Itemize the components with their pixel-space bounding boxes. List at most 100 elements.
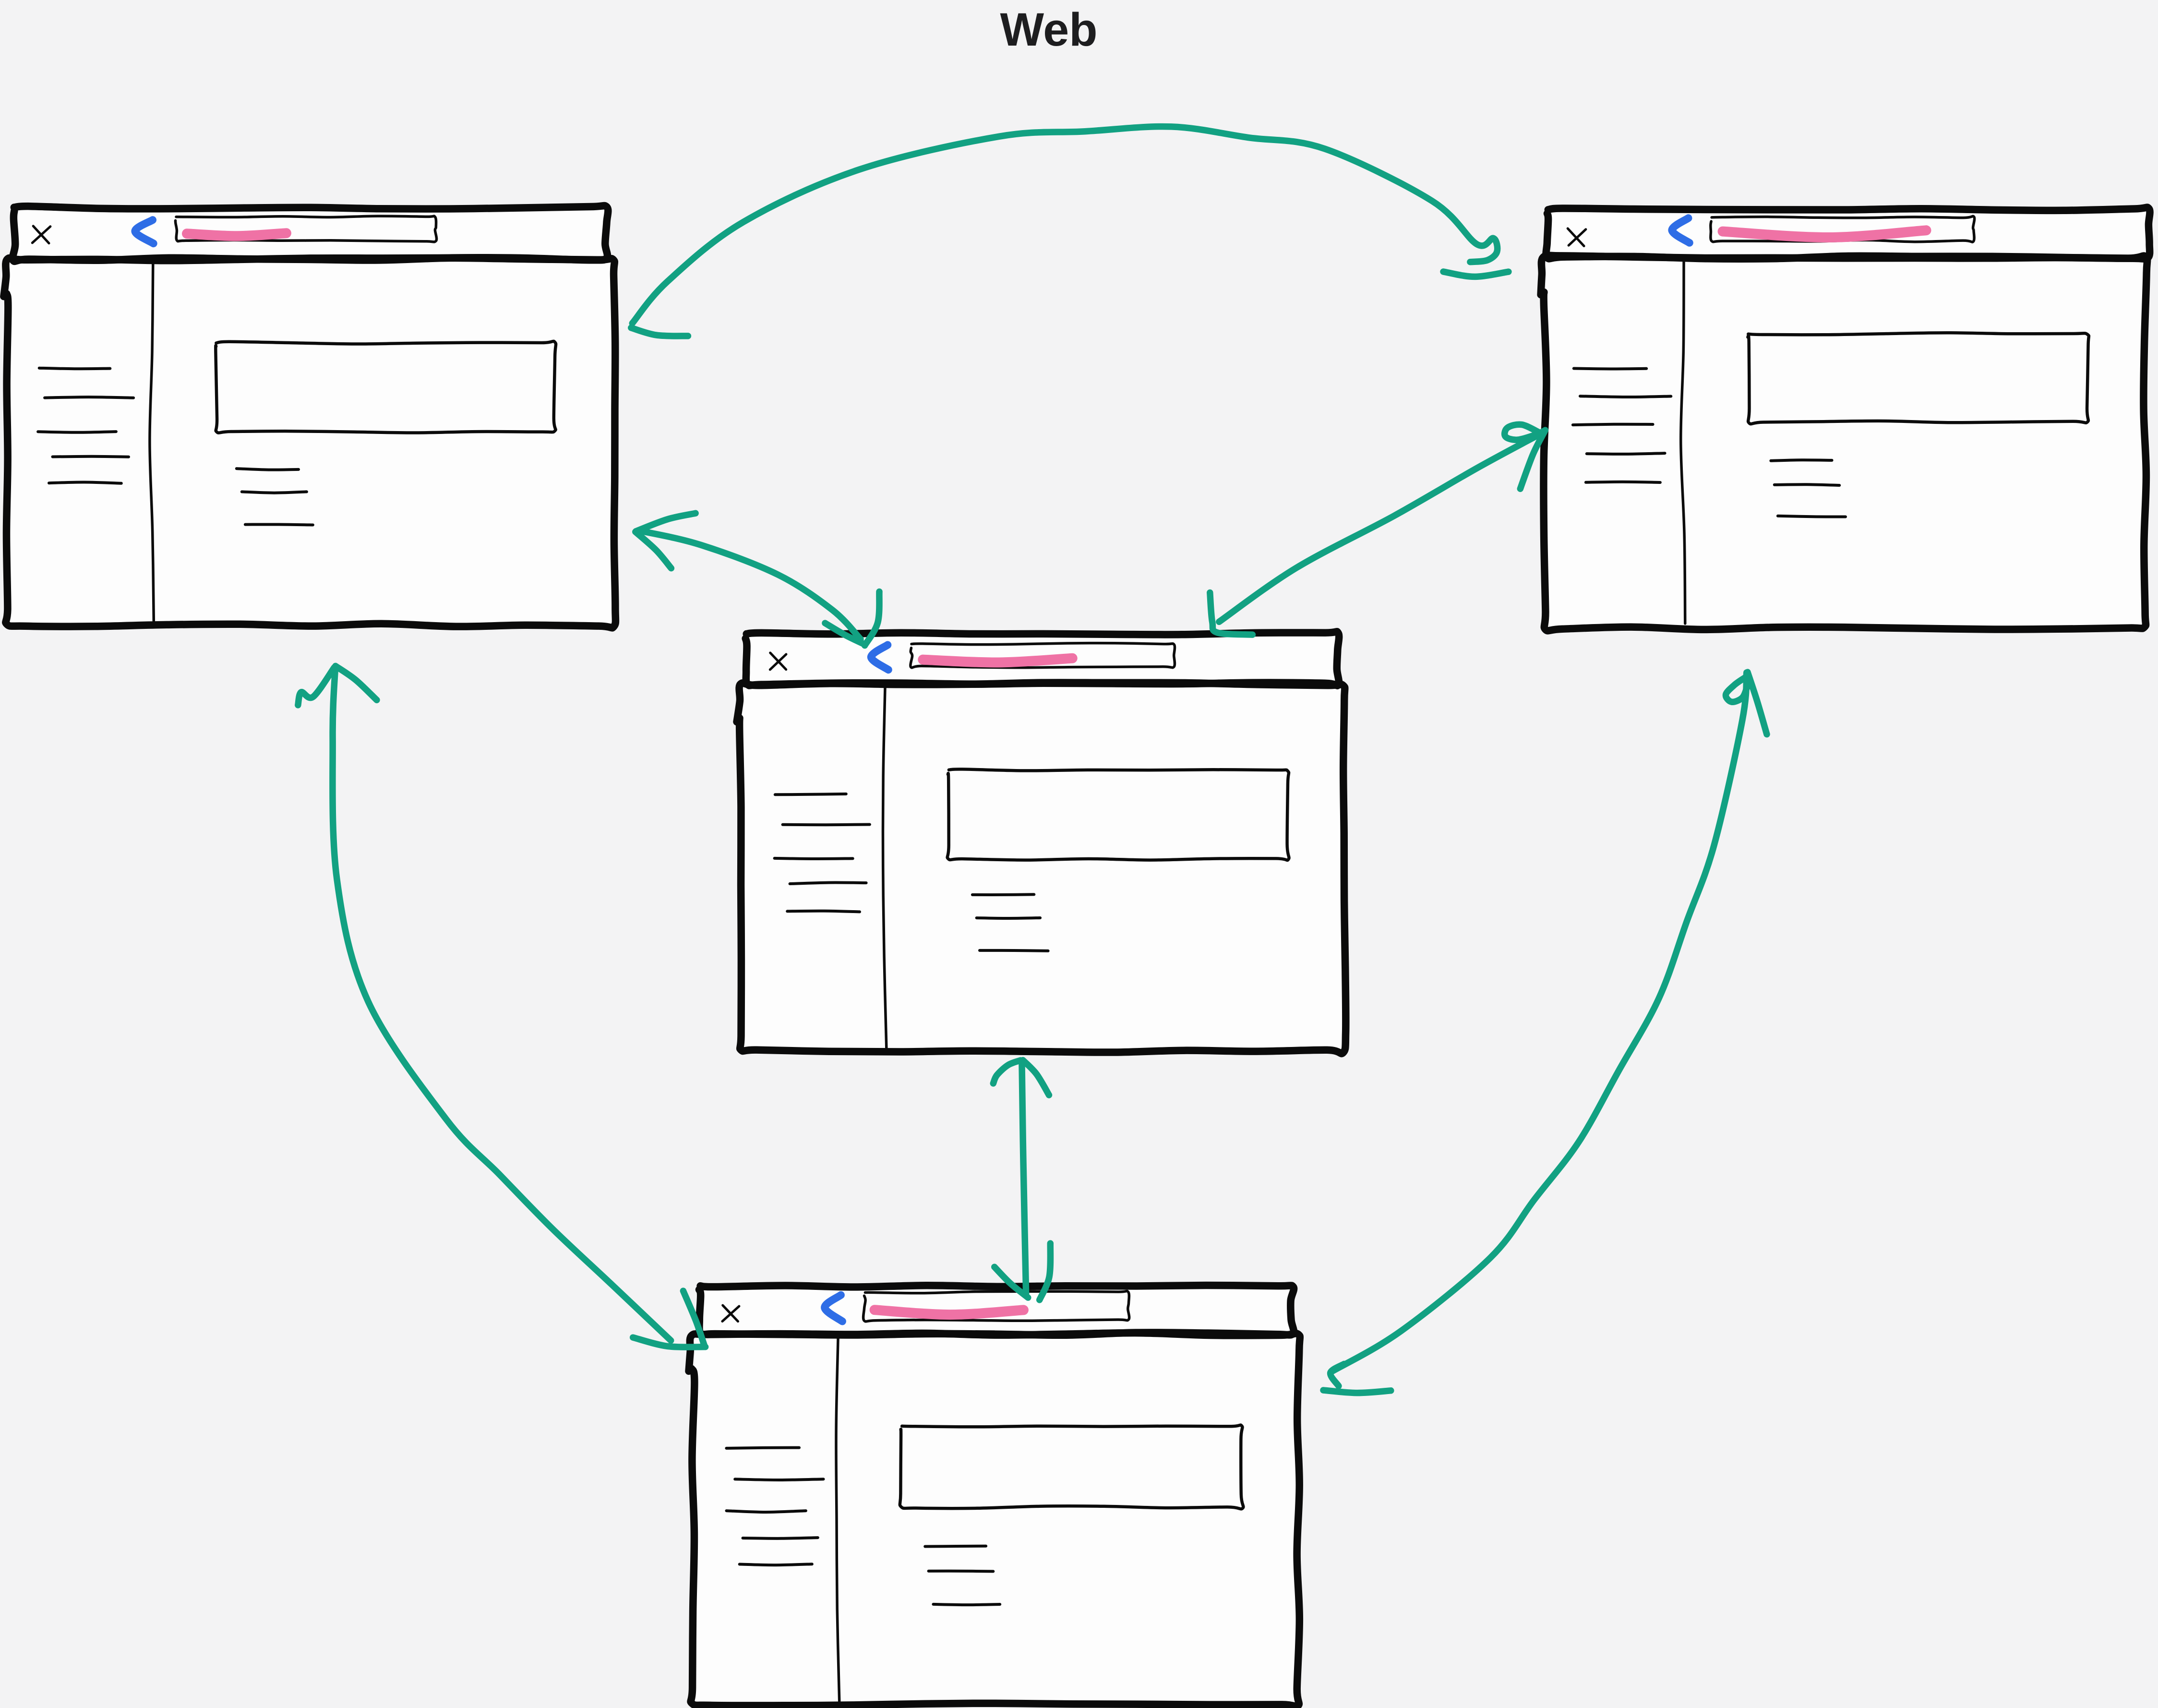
sidebar-line bbox=[733, 1478, 825, 1481]
content-line bbox=[1769, 458, 1834, 462]
browser-window-top-right bbox=[1537, 204, 2154, 635]
close-icon bbox=[768, 651, 788, 671]
window-titlebar bbox=[695, 1281, 1298, 1339]
content-lines bbox=[1769, 458, 1847, 518]
arrow-head-stroke bbox=[1327, 1360, 1347, 1389]
browser-window-top-left bbox=[0, 202, 620, 632]
arrow-head-stroke bbox=[861, 588, 883, 649]
content-lines bbox=[971, 893, 1050, 952]
window-body-fill bbox=[695, 1335, 1297, 1703]
hero-box bbox=[946, 768, 1291, 862]
arrow-head-stroke bbox=[633, 510, 699, 535]
url-highlight bbox=[918, 653, 1078, 668]
arrow-bottom-top-left bbox=[295, 662, 709, 1350]
close-stroke bbox=[1567, 228, 1587, 247]
sidebar-line bbox=[48, 481, 123, 485]
close-icon bbox=[721, 1304, 741, 1323]
sidebar-lines bbox=[1571, 367, 1673, 484]
arrow-shaft bbox=[1019, 1058, 1030, 1298]
content-line bbox=[932, 1602, 1002, 1607]
sidebar-divider bbox=[148, 260, 156, 623]
hero-box bbox=[214, 339, 558, 434]
url-bar bbox=[1709, 215, 1976, 243]
sidebar-line bbox=[786, 909, 861, 914]
arrow-head-stroke bbox=[680, 1287, 707, 1348]
arrow-head-stroke bbox=[991, 1263, 1031, 1301]
arrow-head-stroke bbox=[1517, 428, 1548, 492]
close-stroke bbox=[768, 653, 788, 671]
arrow-head-stroke bbox=[628, 325, 692, 339]
close-icon bbox=[31, 225, 52, 245]
content-line bbox=[927, 1569, 995, 1573]
window-body-fill bbox=[742, 686, 1343, 1050]
window-titlebar bbox=[742, 628, 1343, 690]
hero-box bbox=[898, 1423, 1245, 1511]
sidebar-divider bbox=[881, 686, 888, 1049]
arrow-head-stroke bbox=[295, 664, 338, 709]
arrow-top-left-center bbox=[632, 510, 883, 649]
url-bar bbox=[862, 1289, 1131, 1323]
content-line bbox=[243, 523, 314, 527]
content-line bbox=[1776, 514, 1847, 518]
sidebar-divider bbox=[1679, 258, 1687, 625]
window-titlebar bbox=[9, 202, 612, 265]
content-line bbox=[240, 490, 308, 494]
sidebar-line bbox=[1571, 422, 1654, 427]
arrow-head-stroke bbox=[1036, 1240, 1054, 1303]
content-line bbox=[1773, 483, 1841, 487]
arrow-center-bottom bbox=[990, 1057, 1054, 1303]
sidebar-line bbox=[788, 881, 868, 885]
arrow-head-stroke bbox=[629, 1334, 709, 1350]
arrow-shaft bbox=[329, 663, 674, 1344]
content-lines bbox=[235, 467, 314, 527]
close-stroke bbox=[721, 1305, 741, 1323]
arrow-head-stroke bbox=[332, 662, 380, 703]
sidebar-line bbox=[741, 1536, 819, 1540]
arrow-shaft bbox=[1329, 669, 1750, 1375]
arrow-head-stroke bbox=[632, 529, 675, 572]
arrow-head-stroke bbox=[1207, 589, 1256, 638]
sidebar-divider bbox=[835, 1335, 841, 1703]
arrow-shaft bbox=[635, 527, 864, 643]
arrow-head-stroke bbox=[990, 1057, 1024, 1087]
url-bar bbox=[909, 641, 1176, 669]
sidebar-line bbox=[738, 1563, 814, 1567]
window-body-fill bbox=[1546, 259, 2144, 627]
arrow-head-stroke bbox=[1440, 268, 1512, 280]
content-line bbox=[971, 893, 1036, 896]
close-stroke bbox=[31, 225, 52, 244]
content-line bbox=[923, 1544, 988, 1548]
url-highlight bbox=[182, 228, 291, 241]
window-titlebar bbox=[1542, 204, 2154, 263]
back-icon bbox=[867, 641, 892, 674]
back-icon bbox=[131, 216, 157, 248]
content-line bbox=[978, 949, 1050, 952]
back-icon bbox=[1668, 214, 1693, 247]
arrow-shaft bbox=[629, 123, 1501, 327]
arrow-head-stroke bbox=[1019, 1057, 1053, 1098]
hero-box bbox=[1746, 331, 2091, 426]
sidebar-line bbox=[773, 856, 854, 861]
url-highlight bbox=[1717, 225, 1931, 243]
sidebar-line bbox=[43, 396, 135, 399]
sidebar-lines bbox=[725, 1446, 825, 1567]
url-bar bbox=[174, 215, 438, 243]
arrow-head-stroke bbox=[1501, 421, 1549, 443]
sidebar-line bbox=[725, 1509, 807, 1514]
sidebar-lines bbox=[36, 366, 135, 485]
diagram-title: Web bbox=[1000, 3, 1098, 56]
sidebar-line bbox=[1585, 452, 1666, 456]
arrow-head-stroke bbox=[1722, 674, 1751, 705]
content-lines bbox=[923, 1544, 1002, 1607]
close-icon bbox=[1566, 227, 1587, 247]
url-highlight bbox=[869, 1305, 1029, 1320]
back-icon bbox=[821, 1291, 846, 1325]
content-line bbox=[235, 467, 300, 471]
arrow-shaft bbox=[1216, 431, 1543, 625]
browser-window-center bbox=[733, 628, 1350, 1058]
arrow-bottom-top-right bbox=[1320, 669, 1770, 1396]
arrow-head-stroke bbox=[822, 620, 868, 648]
sidebar-lines bbox=[773, 792, 871, 914]
sidebar-line bbox=[36, 430, 118, 434]
